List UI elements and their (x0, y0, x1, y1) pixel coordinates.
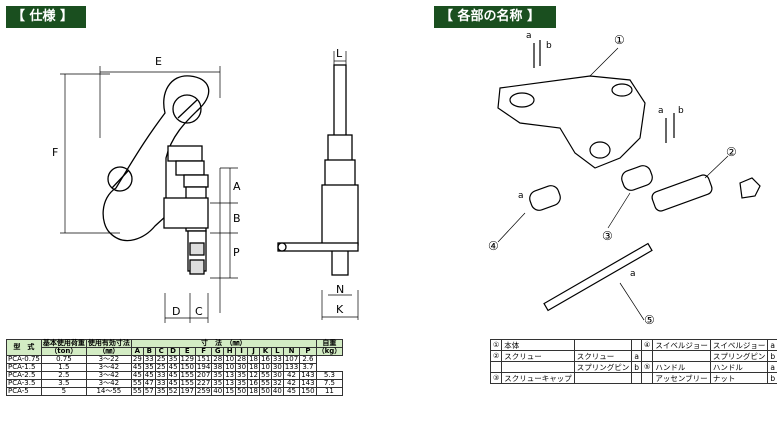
assy-callout-1: ① (614, 33, 625, 47)
front-view-drawing: E F A B P D C (52, 55, 241, 323)
dim-label-a: A (233, 180, 241, 193)
assy-callout-4: ④ (488, 239, 499, 253)
table-cell: b (631, 361, 643, 373)
parts-header: 【 各部の名称 】 (434, 6, 556, 28)
table-cell: 14〜55 (85, 387, 132, 396)
dim-label-l: L (336, 47, 343, 60)
table-cell: ④ (641, 339, 654, 351)
spec-header: 【 仕様 】 (6, 6, 86, 28)
table-cell (573, 372, 633, 384)
table-cell (489, 361, 503, 373)
table-cell: スプリングピン (709, 350, 769, 362)
table-cell: ③ (489, 372, 503, 384)
assy-callout-2: ② (726, 145, 737, 159)
table-cell: ハンドル (709, 361, 769, 373)
assy-label-b1: b (546, 41, 552, 51)
side-view-drawing: L N K (277, 47, 359, 320)
table-cell: 259 (194, 387, 213, 396)
table-cell: 15 (223, 387, 237, 396)
assy-label-a4: a (630, 269, 636, 279)
table-cell: 50 (235, 387, 249, 396)
table-cell (641, 372, 654, 384)
table-cell: ② (489, 350, 503, 362)
table-cell: b (767, 372, 777, 384)
table-cell: 150 (299, 387, 317, 396)
dim-label-p: P (233, 246, 240, 259)
exploded-assembly-drawing: a b a b a a ① ② ③ ④ ⑤ (488, 31, 761, 327)
table-cell: a (767, 339, 777, 351)
table-cell: スクリューキャップ (501, 372, 575, 384)
spec-table: 型 式 基本使用荷重 使用有効寸法 寸 法 （㎜） 自重 （ton） （㎜） A… (6, 339, 344, 396)
assy-label-a2: a (658, 106, 664, 116)
table-cell: 5 (40, 387, 87, 396)
table-cell: 35 (154, 387, 168, 396)
table-cell: 40 (211, 387, 225, 396)
table-cell (641, 350, 654, 362)
table-cell (631, 372, 643, 384)
table-cell: a (631, 350, 643, 362)
table-cell: 50 (258, 387, 272, 396)
assy-callout-3: ③ (602, 229, 613, 243)
table-cell: スクリュー (501, 350, 575, 362)
assy-label-a3: a (518, 191, 524, 201)
table-cell: a (767, 361, 777, 373)
table-cell: 40 (270, 387, 284, 396)
table-cell: スイベルジョー (652, 339, 711, 351)
table-cell: 55 (130, 387, 144, 396)
table-cell: ⑤ (641, 361, 654, 373)
table-cell: アッセンブリー (652, 372, 711, 384)
col-model: 型 式 (6, 339, 42, 356)
assy-label-a1: a (526, 31, 532, 41)
assy-callout-5: ⑤ (644, 313, 655, 327)
table-cell (631, 339, 643, 351)
table-cell: PCA-5 (6, 387, 42, 396)
table-cell: 18 (247, 387, 260, 396)
dim-label-d: D (172, 305, 180, 318)
table-cell: ハンドル (652, 361, 711, 373)
table-cell: b (767, 350, 777, 362)
table-cell (652, 350, 711, 362)
table-cell: ① (489, 339, 503, 351)
table-cell: 57 (142, 387, 156, 396)
dim-label-f: F (52, 146, 58, 159)
table-cell: 45 (282, 387, 301, 396)
table-cell: スイベルジョー (709, 339, 769, 351)
table-cell: スクリュー (573, 350, 633, 362)
table-cell: 11 (315, 387, 344, 396)
assy-label-b2: b (678, 106, 684, 116)
table-cell (501, 361, 575, 373)
table-cell: 本体 (501, 339, 575, 351)
table-cell: ナット (709, 372, 769, 384)
dim-label-n: N (336, 283, 344, 296)
table-cell: 197 (178, 387, 196, 396)
dim-label-b: B (233, 212, 241, 225)
table-cell: 52 (166, 387, 180, 396)
table-cell (573, 339, 633, 351)
dim-label-k: K (336, 303, 344, 316)
col-weight-unit: （kg） (315, 347, 344, 356)
dim-label-e: E (155, 55, 162, 68)
dim-label-c: C (195, 305, 203, 318)
table-cell: スプリングピン (573, 361, 633, 373)
